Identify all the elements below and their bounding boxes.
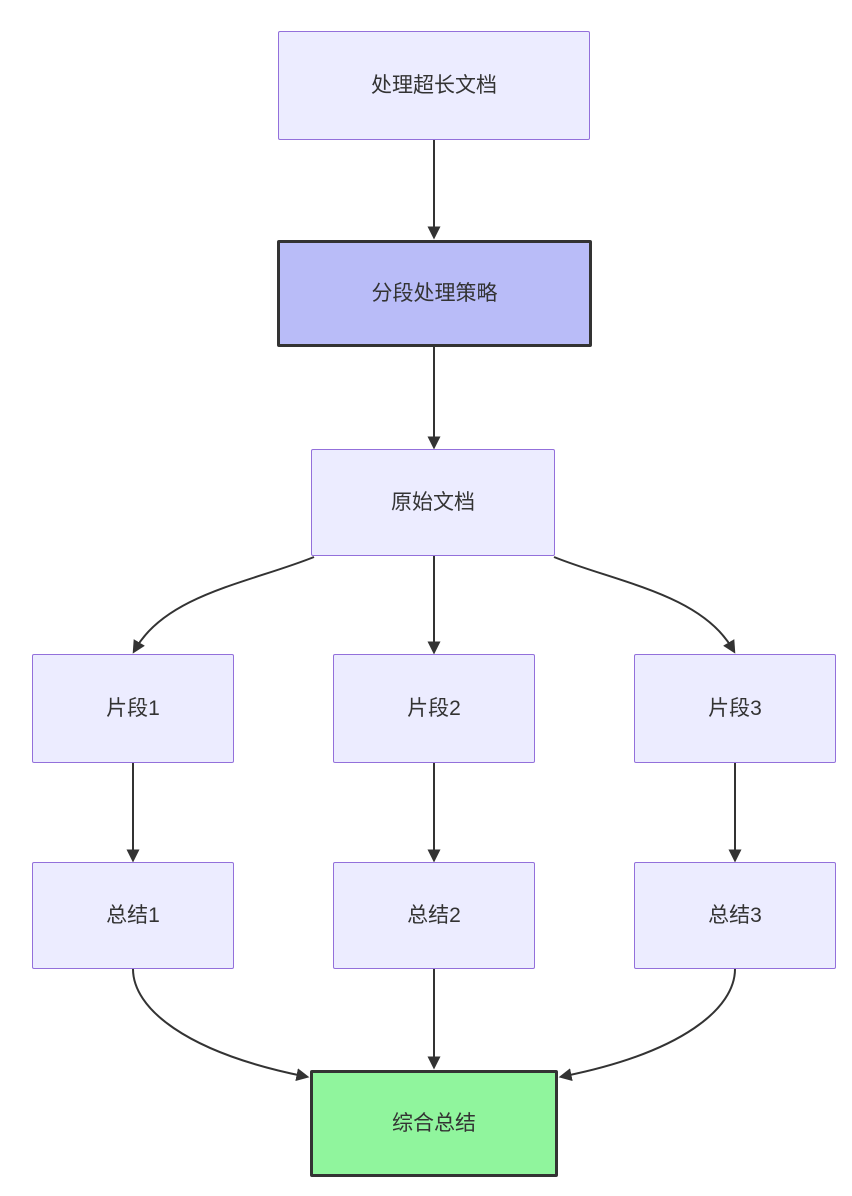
node-summary-2: 总结2 <box>333 862 535 969</box>
node-label: 总结3 <box>708 903 762 927</box>
node-label: 总结2 <box>407 903 461 927</box>
node-label: 片段1 <box>106 696 160 720</box>
node-segment-2: 片段2 <box>333 654 535 763</box>
node-process-long-doc: 处理超长文档 <box>278 31 590 140</box>
node-summary-1: 总结1 <box>32 862 234 969</box>
edge-original-seg3 <box>553 556 736 654</box>
node-original-document: 原始文档 <box>311 449 555 556</box>
node-label: 片段2 <box>407 696 461 720</box>
node-segment-3: 片段3 <box>634 654 836 763</box>
node-segment-1: 片段1 <box>32 654 234 763</box>
node-label: 处理超长文档 <box>371 73 497 97</box>
node-label: 片段3 <box>708 696 762 720</box>
node-label: 综合总结 <box>392 1111 476 1135</box>
node-label: 分段处理策略 <box>371 281 498 305</box>
node-label: 原始文档 <box>391 490 475 514</box>
node-combined-summary: 综合总结 <box>310 1070 558 1177</box>
edge-original-seg1 <box>132 556 315 654</box>
node-label: 总结1 <box>106 903 160 927</box>
edge-sum1-final <box>132 968 310 1082</box>
node-summary-3: 总结3 <box>634 862 836 969</box>
node-segmentation-strategy: 分段处理策略 <box>277 240 592 347</box>
edge-sum3-final <box>558 968 736 1082</box>
